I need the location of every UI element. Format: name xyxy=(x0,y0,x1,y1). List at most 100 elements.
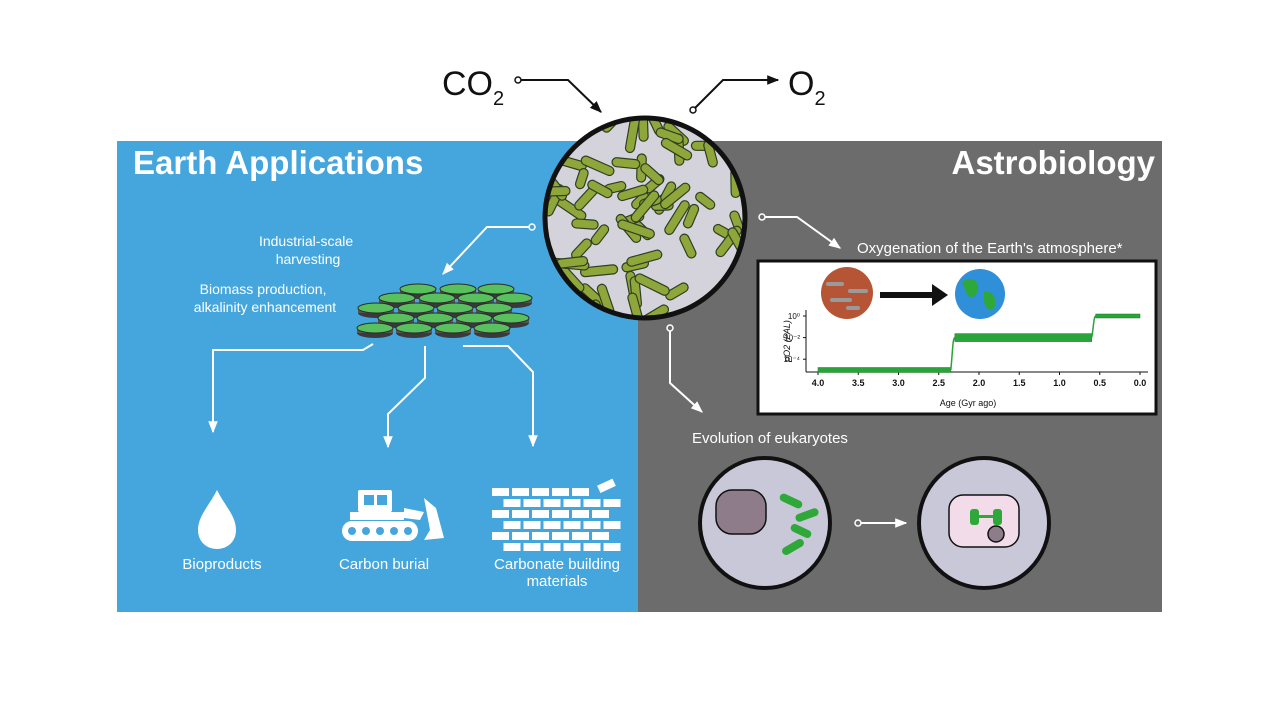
pond-water xyxy=(492,312,530,324)
brick xyxy=(603,499,621,507)
x-tick-label: 0.0 xyxy=(1134,378,1147,388)
brick xyxy=(532,510,549,518)
harvest-label: Industrial-scale harvesting xyxy=(259,233,357,267)
x-tick-label: 3.5 xyxy=(852,378,865,388)
y-tick-label: 10⁻² xyxy=(784,334,800,343)
cyanobacterium-cell xyxy=(634,273,670,296)
carbon-burial-arrow xyxy=(383,346,426,449)
brick xyxy=(583,499,601,507)
brick xyxy=(523,521,541,529)
chart-x-label: Age (Gyr ago) xyxy=(940,398,997,408)
brick xyxy=(597,478,616,494)
outcome-label: Carbon burial xyxy=(339,556,429,573)
oxygen-level-band xyxy=(954,333,1092,342)
co2-arrow-dot xyxy=(514,76,522,84)
co2-label: CO2 xyxy=(442,65,504,110)
cyanobacterium-cell xyxy=(580,155,615,177)
brick xyxy=(572,510,589,518)
brick xyxy=(543,521,561,529)
cyanobacterium-cell xyxy=(660,137,693,161)
eukaryote-arrow-dot xyxy=(666,324,674,332)
pond-water xyxy=(418,292,456,304)
pond-water xyxy=(477,283,515,295)
cyanobacterium-cell xyxy=(682,203,700,229)
brick xyxy=(563,521,581,529)
pond-water xyxy=(436,302,474,314)
algal-cell xyxy=(948,494,1020,548)
x-tick-label: 1.5 xyxy=(1013,378,1026,388)
pond-water xyxy=(399,283,437,295)
prokaryote-engulfing-cell xyxy=(698,456,832,590)
x-tick-label: 4.0 xyxy=(812,378,825,388)
astrobiology-title: Astrobiology xyxy=(952,144,1156,181)
cyanobacterium-cell xyxy=(611,157,641,170)
brick xyxy=(532,488,549,496)
cyanobacterium-cell xyxy=(587,179,613,199)
eukaryote-label: Evolution of eukaryotes xyxy=(692,430,848,447)
cyanobacterium-cell xyxy=(624,119,641,154)
brick xyxy=(492,510,509,518)
x-tick-label: 2.5 xyxy=(932,378,945,388)
chart-y-label: pO2 (PAL) xyxy=(782,320,792,363)
building-materials-arrow xyxy=(463,345,538,448)
pond-water xyxy=(357,302,395,314)
pond-water xyxy=(378,292,416,304)
outcome-label: Bioproducts xyxy=(182,556,261,573)
brick xyxy=(523,499,541,507)
cyanobacterium-cell xyxy=(640,163,664,186)
cyanobacterium-cell xyxy=(630,190,660,223)
brick xyxy=(572,532,589,540)
earth-applications-title: Earth Applications xyxy=(133,144,423,181)
bioproducts-arrow xyxy=(208,343,374,434)
cyanobacterium-cell xyxy=(664,200,690,236)
x-tick-label: 0.5 xyxy=(1093,378,1106,388)
early-earth-icon xyxy=(821,267,873,319)
brick xyxy=(592,532,609,540)
pond-water xyxy=(356,322,394,334)
brick xyxy=(512,532,529,540)
brick xyxy=(592,510,609,518)
o2-arrow-dot xyxy=(689,106,697,114)
pond-water xyxy=(434,322,472,334)
brick xyxy=(603,543,621,551)
brick xyxy=(503,543,521,551)
cyanobacterium-cell xyxy=(617,219,655,239)
y-tick-label: 10⁻⁴ xyxy=(783,355,800,364)
oxygen-level-band xyxy=(817,367,952,373)
cyanobacterium-cell xyxy=(695,191,716,210)
goe-transition-line xyxy=(950,336,956,371)
water-drop-icon xyxy=(198,490,236,549)
brick xyxy=(552,532,569,540)
bulldozer-icon xyxy=(342,490,444,541)
brick xyxy=(512,510,529,518)
brick xyxy=(583,543,601,551)
oxygenation-arrow xyxy=(762,216,841,249)
brick xyxy=(552,510,569,518)
pond-water xyxy=(377,312,415,324)
harvest-arrow-dot xyxy=(528,223,536,231)
cyanobacterium-cell xyxy=(627,292,646,317)
y-tick-label: 10⁰ xyxy=(788,312,800,321)
pond-water xyxy=(395,322,433,334)
host-nucleus xyxy=(715,489,767,535)
eukaryote-cell xyxy=(917,456,1051,590)
cyanobacterium-cell xyxy=(567,120,591,132)
o2-arrow xyxy=(692,75,780,111)
modern-earth-icon xyxy=(955,269,1005,319)
brick xyxy=(492,532,509,540)
cyanobacterium-cell xyxy=(579,264,619,278)
cyanobacterium-cell xyxy=(617,184,649,202)
pond-water xyxy=(416,312,454,324)
pond-water xyxy=(457,292,495,304)
brick xyxy=(583,521,601,529)
x-tick-label: 1.0 xyxy=(1053,378,1066,388)
pond-water xyxy=(455,312,493,324)
harvest-arrow xyxy=(442,226,532,275)
pond-water xyxy=(495,292,533,304)
oxygenation-label: Oxygenation of the Earth's atmosphere* xyxy=(857,240,1123,257)
cyanobacterium-cell xyxy=(660,182,691,210)
chloroplasts xyxy=(970,509,1002,525)
brick xyxy=(512,488,529,496)
